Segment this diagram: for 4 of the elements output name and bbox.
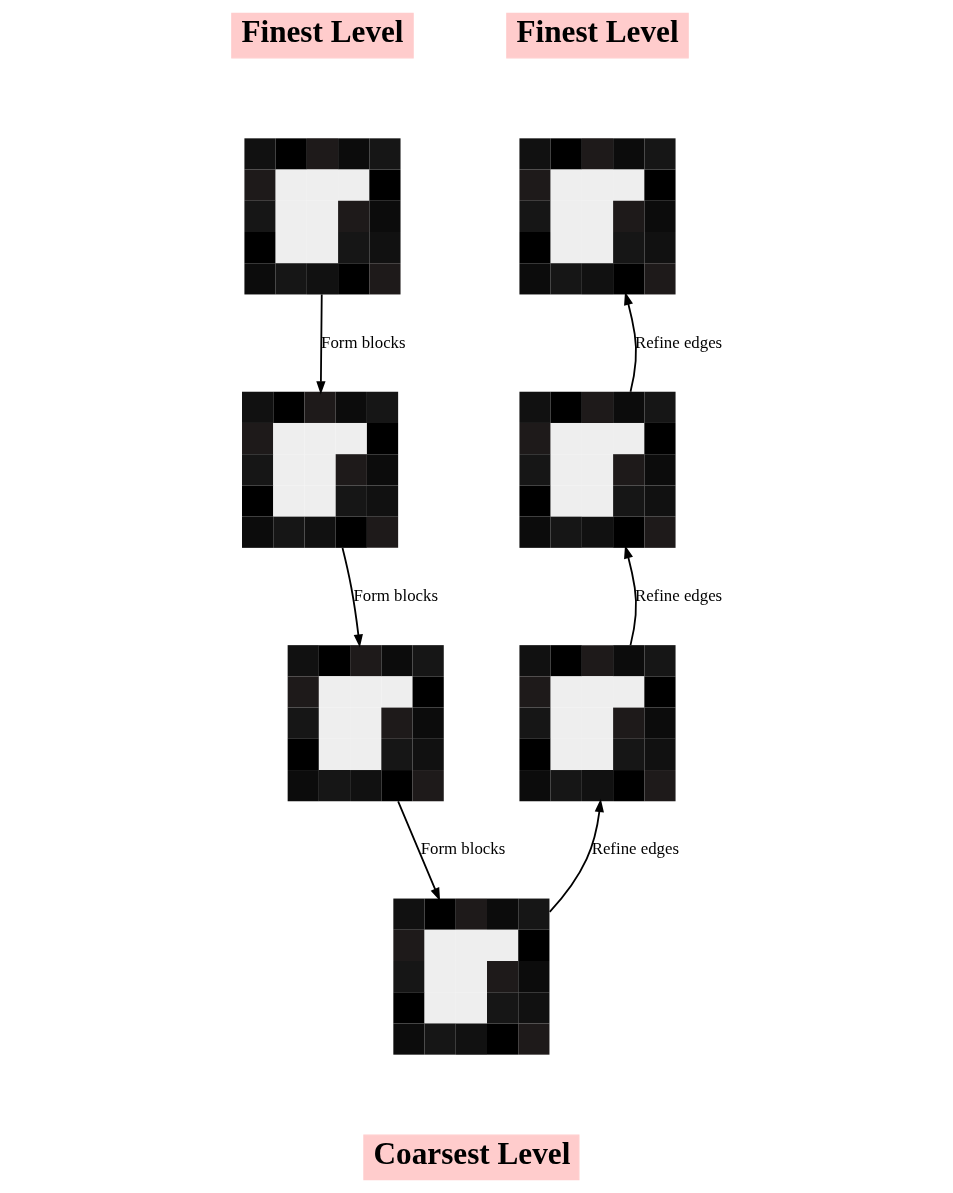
edge-label: Refine edges <box>591 839 679 859</box>
edge-label: Form blocks <box>321 332 406 352</box>
edge-label: Form blocks <box>353 585 438 605</box>
edge-label: Form blocks <box>420 839 506 859</box>
